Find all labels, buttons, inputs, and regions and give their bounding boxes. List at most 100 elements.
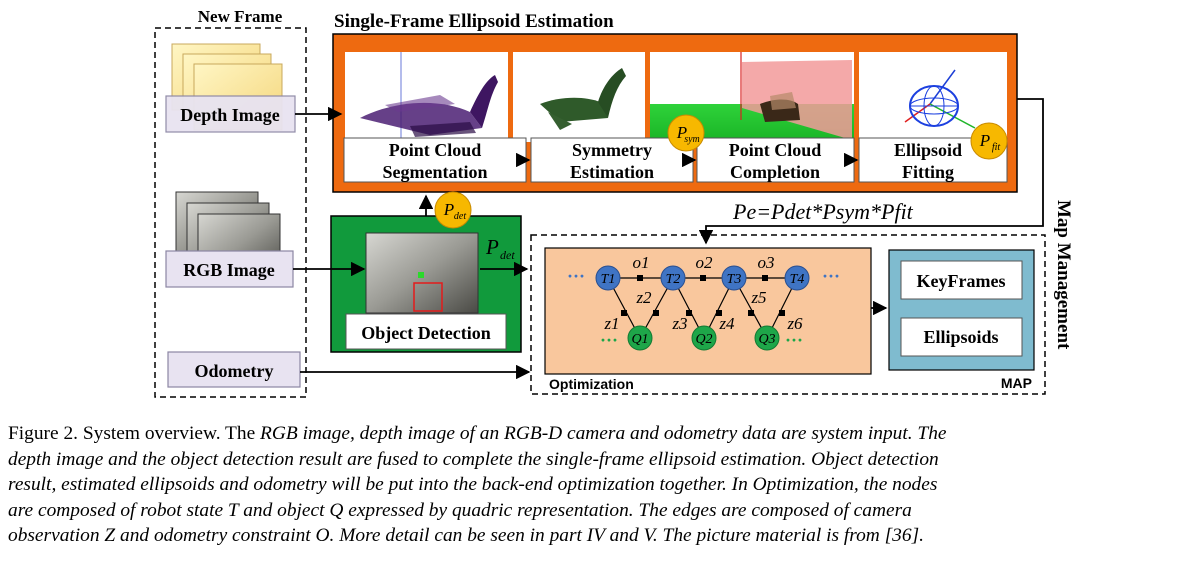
- system-overview-diagram: New Frame Depth Image RGB Image Odometry…: [154, 7, 1074, 398]
- node-Q2: [691, 325, 717, 351]
- label-o3: o3: [758, 253, 775, 272]
- badge-p-det-sub: det: [454, 211, 466, 222]
- new-frame-label: New Frame: [198, 7, 283, 26]
- object-detection-label-box: [345, 313, 507, 350]
- node-labels: T1 T2 T3 T4 Q1 Q2 Q3: [601, 272, 805, 347]
- rgb-image-stack: RGB Image: [165, 191, 294, 288]
- node-T2: [660, 265, 686, 291]
- step-fitting-line2: Fitting: [902, 162, 954, 182]
- rgb-image-label: RGB Image: [183, 260, 275, 280]
- step-segmentation-line1: Point Cloud: [389, 140, 482, 160]
- badge-p-det: [434, 191, 472, 229]
- segmentation-points-2: [410, 122, 476, 137]
- single-frame-title: Single-Frame Ellipsoid Estimation: [334, 11, 614, 32]
- node-Q1: [627, 325, 653, 351]
- caption-line-2: depth image and the object detection res…: [8, 448, 939, 470]
- rgb-image-label-box: [165, 250, 294, 288]
- ellipsis-green-right: ···: [785, 330, 803, 350]
- object-detection-panel: Object Detection P det P det: [330, 191, 522, 353]
- factor-z3: [686, 310, 692, 316]
- odometry-group: Odometry: [167, 351, 301, 388]
- step-segmentation-box: [343, 137, 527, 183]
- node-Q3: [754, 325, 780, 351]
- odometry-box: [167, 351, 301, 388]
- node-T1: [595, 265, 621, 291]
- ellipsoids-box: [900, 317, 1023, 357]
- p-det-output-main: P: [485, 235, 499, 259]
- factor-o1: [637, 275, 643, 281]
- symmetry-chair-leg: [548, 112, 572, 130]
- map-management-group: Map Management Optimization: [530, 200, 1074, 395]
- optimization-label: Optimization: [549, 376, 634, 392]
- label-z3: z3: [671, 314, 687, 333]
- fitting-axis-green: [929, 103, 976, 129]
- connectors: [293, 98, 1044, 380]
- keyframes-box: [900, 260, 1023, 300]
- factor-z2: [653, 310, 659, 316]
- pe-formula: Pe=Pdet*Psym*Pfit: [732, 199, 914, 224]
- new-frame-border: [154, 27, 307, 398]
- step-symmetry-line1: Symmetry: [572, 140, 652, 160]
- symmetry-image: [513, 52, 645, 142]
- arrow-estimation-to-optimization: [698, 98, 1044, 245]
- new-frame-group: New Frame: [154, 7, 307, 398]
- detection-marker: [418, 272, 424, 278]
- edge-labels: o1 o2 o3 z1 z2 z3 z4 z5 z6: [603, 253, 803, 333]
- node-Q1-label: Q1: [631, 332, 648, 347]
- segmentation-points-1: [385, 95, 455, 112]
- object-detection-label: Object Detection: [361, 323, 490, 343]
- label-z1: z1: [603, 314, 619, 333]
- step-completion-line1: Point Cloud: [729, 140, 822, 160]
- factor-z4: [716, 310, 722, 316]
- fitting-axis-red: [904, 103, 931, 123]
- depth-image-label-box: [165, 95, 296, 133]
- label-z6: z6: [786, 314, 803, 333]
- caption-line-4: are composed of robot state T and object…: [8, 499, 912, 521]
- node-T4-label: T4: [790, 272, 805, 287]
- label-o1: o1: [633, 253, 650, 272]
- segmentation-image: [345, 52, 508, 142]
- node-T3-label: T3: [727, 272, 742, 287]
- factor-z1: [621, 310, 627, 316]
- map-management-border: [530, 234, 1046, 395]
- completion-chair-highlight: [770, 92, 796, 110]
- caption-line-1: Figure 2. System overview. The RGB image…: [8, 421, 1196, 447]
- badge-p-fit-main: P: [979, 131, 990, 150]
- depth-image-stack: Depth Image: [165, 43, 296, 133]
- node-T1-label: T1: [601, 272, 616, 287]
- label-z2: z2: [635, 288, 652, 307]
- badge-p-sym-sub: sym: [684, 134, 700, 145]
- ellipsis-green-left: ···: [600, 330, 618, 350]
- ellipsis-left: ···: [567, 266, 585, 286]
- caption-line-3: result, estimated ellipsoids and odometr…: [8, 474, 938, 495]
- label-z5: z5: [750, 288, 766, 307]
- map-management-label: Map Management: [1053, 200, 1074, 350]
- badge-p-fit: [970, 122, 1008, 160]
- node-T4: [784, 265, 810, 291]
- segmentation-chair-back: [470, 75, 498, 128]
- figure-caption: Figure 2. System overview. The RGB image…: [8, 421, 1196, 549]
- node-T2-label: T2: [666, 272, 681, 287]
- caption-label: Figure 2. System overview. The: [8, 423, 261, 444]
- keyframes-label: KeyFrames: [917, 271, 1006, 291]
- step-segmentation-line2: Segmentation: [383, 162, 488, 182]
- step-completion-line2: Completion: [730, 162, 820, 182]
- badge-p-fit-sub: fit: [992, 142, 1001, 153]
- node-T3: [721, 265, 747, 291]
- node-Q2-label: Q2: [695, 332, 712, 347]
- node-Q3-label: Q3: [758, 332, 775, 347]
- caption-line-5: observation Z and odometry constraint O.…: [8, 525, 924, 546]
- symmetry-canvas: [513, 52, 645, 142]
- p-det-output-sub: det: [500, 248, 515, 262]
- badge-p-det-main: P: [443, 200, 454, 219]
- odometry-label: Odometry: [195, 361, 274, 381]
- depth-image-label: Depth Image: [180, 105, 280, 125]
- factor-z6: [779, 310, 785, 316]
- label-z4: z4: [718, 314, 735, 333]
- label-o2: o2: [696, 253, 714, 272]
- completion-wall-points: [742, 60, 852, 140]
- factor-o2: [700, 275, 706, 281]
- factor-o3: [762, 275, 768, 281]
- step-symmetry-box: [530, 137, 694, 183]
- detection-bbox: [413, 282, 443, 312]
